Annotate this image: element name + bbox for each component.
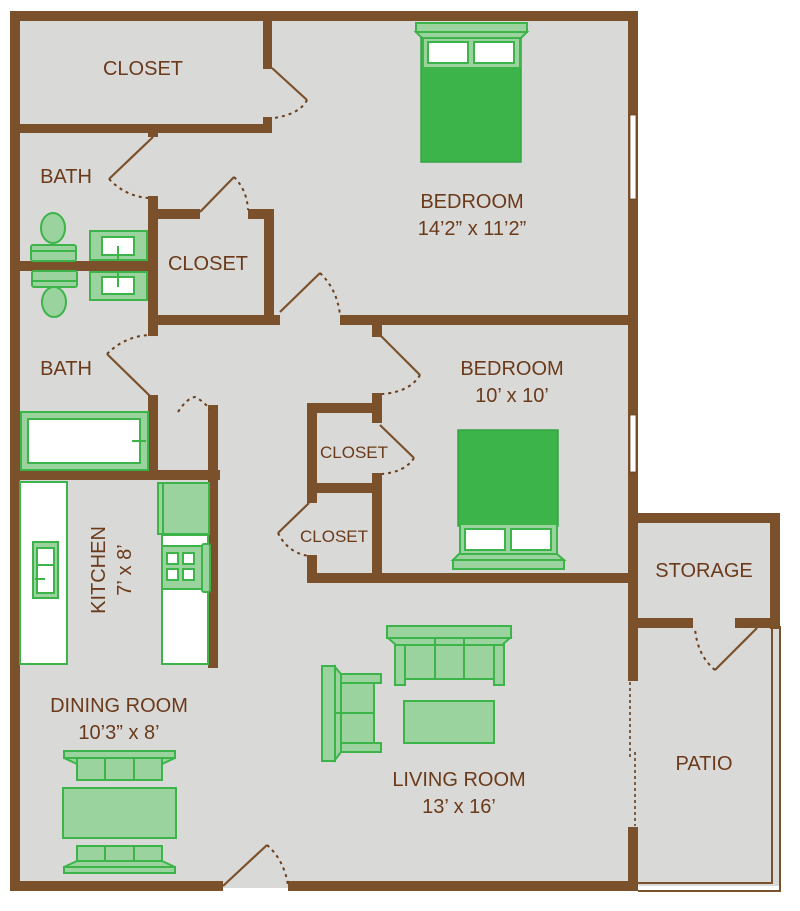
dining-table-icon [62,787,177,839]
room-label-closet-top: CLOSET [103,58,183,80]
room-label-dining-room: DINING ROOM [50,695,188,717]
dining-bench-top-icon [63,750,176,781]
dining-bench-bottom-icon [63,845,176,874]
coffee-table-icon [403,700,495,744]
window-master-bedroom [629,114,637,200]
room-dimensions-dining-room: 10’3” x 8’ [78,722,159,744]
room-label-closet-bed2-b: CLOSET [300,527,368,546]
refrigerator-icon [157,482,210,535]
patio-sliding-door [627,681,639,827]
bed-second-icon [450,429,567,570]
sink-bath-2-icon [89,271,148,301]
armchair-icon [321,664,382,763]
room-dimensions-living-room: 13’ x 16’ [422,796,496,818]
furniture [19,22,567,874]
sofa-icon [385,625,513,686]
doors [106,67,758,887]
patio-railing [638,626,781,892]
room-dimensions-bedroom-2: 10’ x 10’ [475,385,549,407]
stove-icon [161,543,211,593]
room-label-closet-hall: CLOSET [168,253,248,275]
room-labels: CLOSET BEDROOM 14’2” x 11’2” BATH CLOSET… [40,58,753,818]
bathtub-icon [20,411,149,471]
kitchen-counter-left [19,481,68,665]
windows [629,114,637,473]
room-dimensions-bedroom-master: 14’2” x 11’2” [418,218,527,240]
room-label-storage: STORAGE [655,560,752,582]
room-label-bedroom-master: BEDROOM [420,191,523,213]
room-label-closet-bed2-a: CLOSET [320,443,388,462]
room-label-bath-2: BATH [40,358,92,380]
toilet-bath-1-icon [30,212,77,262]
bed-master-icon [413,22,530,163]
room-label-living-room: LIVING ROOM [392,769,525,791]
window-second-bedroom [629,414,637,473]
sink-bath-1-icon [89,230,148,261]
room-label-kitchen: KITCHEN [88,526,110,614]
toilet-bath-2-icon [31,270,78,318]
room-label-bedroom-2: BEDROOM [460,358,563,380]
room-label-bath-1: BATH [40,166,92,188]
room-dimensions-kitchen: 7’ x 8’ [114,544,136,596]
room-label-patio: PATIO [675,753,732,775]
